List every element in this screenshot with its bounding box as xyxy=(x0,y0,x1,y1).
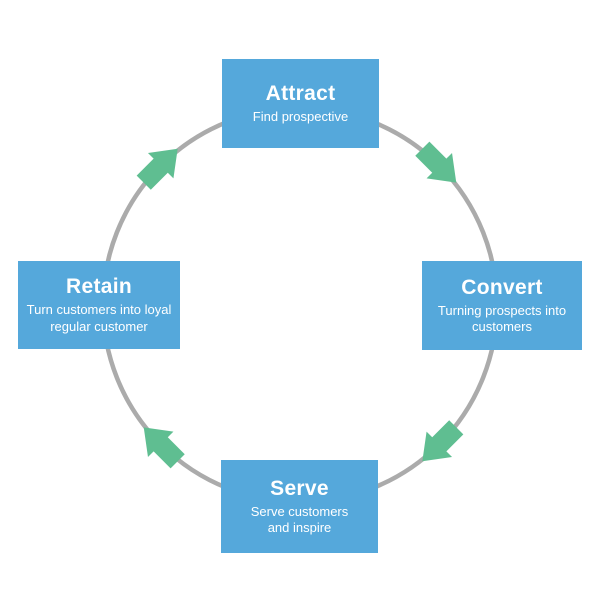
stage-title-attract: Attract xyxy=(265,81,336,105)
stage-title-convert: Convert xyxy=(461,275,543,299)
stage-title-serve: Serve xyxy=(270,476,329,500)
flow-arrow-serve-to-retain-icon xyxy=(143,427,185,469)
stage-box-convert: Convert Turning prospects into customers xyxy=(422,261,582,350)
stage-description-serve: Serve customers and inspire xyxy=(250,503,349,536)
stage-description-retain: Turn customers into loyal regular custom… xyxy=(26,302,172,334)
stage-box-attract: Attract Find prospective xyxy=(222,59,379,148)
flow-arrow-convert-to-serve-icon xyxy=(422,420,464,462)
stage-box-retain: Retain Turn customers into loyal regular… xyxy=(18,261,180,349)
stage-title-retain: Retain xyxy=(66,275,132,299)
stage-description-attract: Find prospective xyxy=(252,108,349,124)
stage-box-serve: Serve Serve customers and inspire xyxy=(221,460,378,553)
flow-arrow-retain-to-attract-icon xyxy=(136,148,178,190)
flow-arrow-attract-to-convert-icon xyxy=(415,141,457,183)
stage-description-convert: Turning prospects into customers xyxy=(437,302,567,335)
